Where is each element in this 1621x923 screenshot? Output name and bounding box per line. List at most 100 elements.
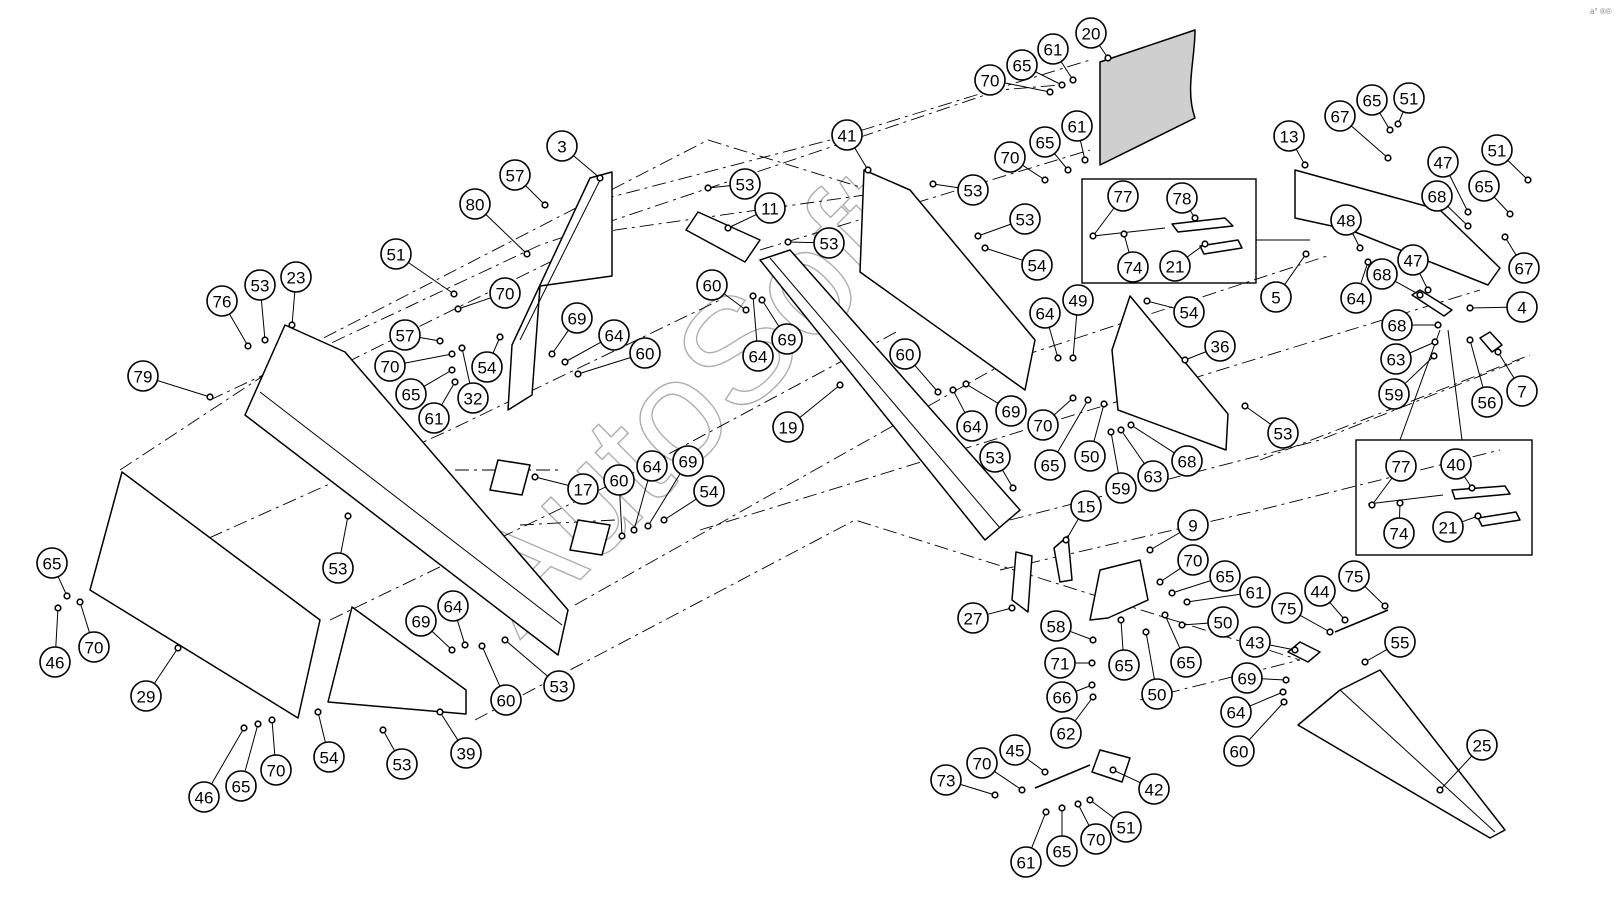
hardware-mark [1117,616,1125,624]
callout-60: 60 [478,642,522,716]
callout-bubble [831,119,863,151]
hardware-mark [1104,54,1112,62]
callout-62: 62 [1050,693,1097,749]
callout-label: 68 [1178,453,1197,472]
callout-bubble [1231,662,1263,694]
callout-bubble [380,238,412,270]
hardware-mark [1364,258,1372,266]
hardware-mark [1062,536,1070,544]
callout-53: 53 [704,168,761,200]
callout-19: 19 [772,381,844,443]
hardware-mark [240,724,248,732]
callout-label: 32 [464,390,483,409]
callout-69: 69 [548,302,593,358]
hardware-mark [1074,800,1082,808]
callout-label: 20 [1082,25,1101,44]
callout-61: 61 [1183,576,1271,608]
hardware-mark [1117,426,1125,434]
callout-label: 65 [1041,457,1060,476]
callout-53: 53 [322,512,354,584]
callout-bubble [957,602,989,634]
callout-75: 75 [1338,560,1389,610]
callout-32: 32 [457,344,489,414]
leader-line [633,480,649,531]
callout-bubble [1366,258,1398,290]
part-17-block-b [569,519,611,556]
callout-23: 23 [280,261,312,329]
callout-label: 69 [778,331,797,350]
callout-bubble [1271,592,1303,624]
hardware-mark [1356,244,1364,252]
callout-80: 80 [459,188,531,258]
callout-57: 57 [499,159,549,209]
callout-60: 60 [1223,698,1288,767]
callout-label: 53 [550,678,569,697]
callout-label: 53 [820,235,839,254]
callout-54: 54 [1143,296,1205,328]
hardware-mark [1506,210,1514,218]
hardware-mark [981,244,989,252]
hardware-mark [379,726,387,734]
leader-line [1077,803,1090,826]
callout-5: 5 [1260,250,1310,313]
callout-label: 50 [1081,448,1100,467]
callout-bubble [957,174,989,206]
callout-77: 77 [1089,180,1139,240]
callout-64: 64 [1340,258,1372,314]
callout-65: 65 [1356,84,1394,134]
hardware-mark [1501,233,1509,241]
callout-label: 70 [973,755,992,774]
callout-64: 64 [1029,297,1062,362]
callout-label: 61 [1044,41,1063,60]
callout-label: 60 [497,692,516,711]
callout-bubble [1427,146,1459,178]
callout-43: 43 [1239,626,1299,658]
callout-bubble [772,411,804,443]
callout-70: 70 [1027,394,1077,441]
callout-76: 76 [206,285,252,350]
hardware-mark [724,224,732,232]
callout-bubble [1177,509,1209,541]
callout-bubble [188,781,220,813]
hardware-mark [254,720,262,728]
leader-line [952,389,966,413]
callout-53: 53 [1241,402,1299,449]
hardware-mark [1474,512,1482,520]
callout-70: 70 [454,277,521,313]
callout-bubble [1046,681,1078,713]
hardware-mark [1041,768,1049,776]
callout-label: 80 [466,196,485,215]
leader-line [1159,567,1181,583]
leader-line [157,380,211,398]
leader-line [1110,431,1119,474]
callout-bubble [471,351,503,383]
callout-label: 47 [1434,154,1453,173]
leader-line [504,639,548,677]
callout-label: 60 [896,346,915,365]
callout-bubble [889,338,921,370]
callout-53: 53 [501,636,575,702]
hardware-mark [1183,598,1191,606]
hardware-mark [1081,156,1089,164]
callout-bubble [1338,560,1370,592]
callout-bubble [313,741,345,773]
hardware-mark [1341,616,1349,624]
callout-bubble [244,269,276,301]
callout-53: 53 [979,441,1017,492]
leader-line [1053,397,1074,416]
callout-54: 54 [981,244,1053,281]
corner-mark: a° ®® [1590,7,1612,16]
callout-3: 3 [546,130,604,182]
hardware-mark [704,184,712,192]
hardware-mark [974,232,982,240]
callout-label: 70 [1087,831,1106,850]
callout-bubble [1062,284,1094,316]
leader-line [1284,253,1307,285]
callout-bubble [1166,182,1198,214]
hardware-mark [523,250,531,258]
callout-bubble [995,395,1027,427]
leader-line [577,357,631,375]
callout-label: 76 [213,293,232,312]
hardware-mark [1109,766,1117,774]
callout-label: 67 [1331,108,1350,127]
